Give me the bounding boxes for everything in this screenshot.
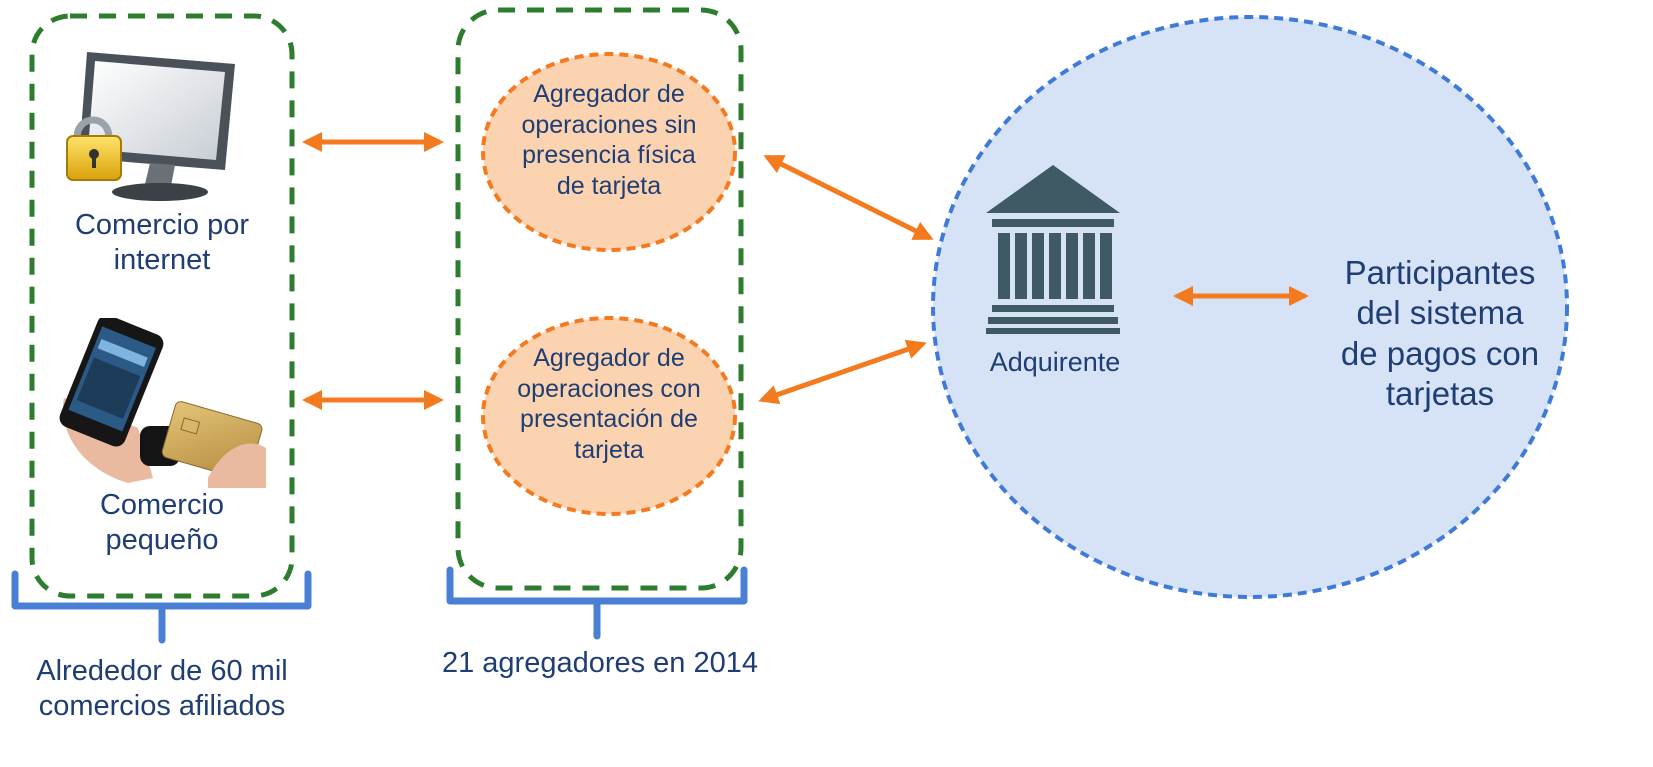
aggregator-node-card-present (481, 316, 737, 516)
participants-label: Participantes del sistema de pagos con t… (1340, 254, 1540, 412)
aggregators-bracket (446, 566, 748, 640)
merchant-internet-label: Comercio por internet (74, 209, 250, 277)
bank-building-icon (986, 165, 1120, 334)
monitor-lock-icon (66, 52, 235, 201)
mobile-card-reader-icon (59, 318, 266, 488)
aggregator-card-present-label: Agregador de operaciones con presentació… (517, 344, 701, 464)
merchant-small-label: Comercio pequeño (99, 489, 225, 557)
arrow-aggregator-cnp-to-acquirer (763, 154, 934, 241)
aggregator-node-card-not-present (481, 52, 737, 252)
merchants-caption: Alrededor de 60 mil comercios afiliados (36, 655, 288, 723)
merchants-group-box (29, 13, 295, 599)
acquirer-label: Adquirente (989, 347, 1121, 377)
aggregator-card-not-present-label: Agregador de operaciones sin presencia f… (521, 80, 697, 200)
merchants-bracket (11, 570, 312, 644)
aggregators-group-box (455, 7, 744, 591)
arrow-aggregator-cp-to-acquirer (758, 339, 927, 405)
acquirer-circle (931, 15, 1569, 599)
aggregators-caption: 21 agregadores en 2014 (441, 647, 759, 679)
